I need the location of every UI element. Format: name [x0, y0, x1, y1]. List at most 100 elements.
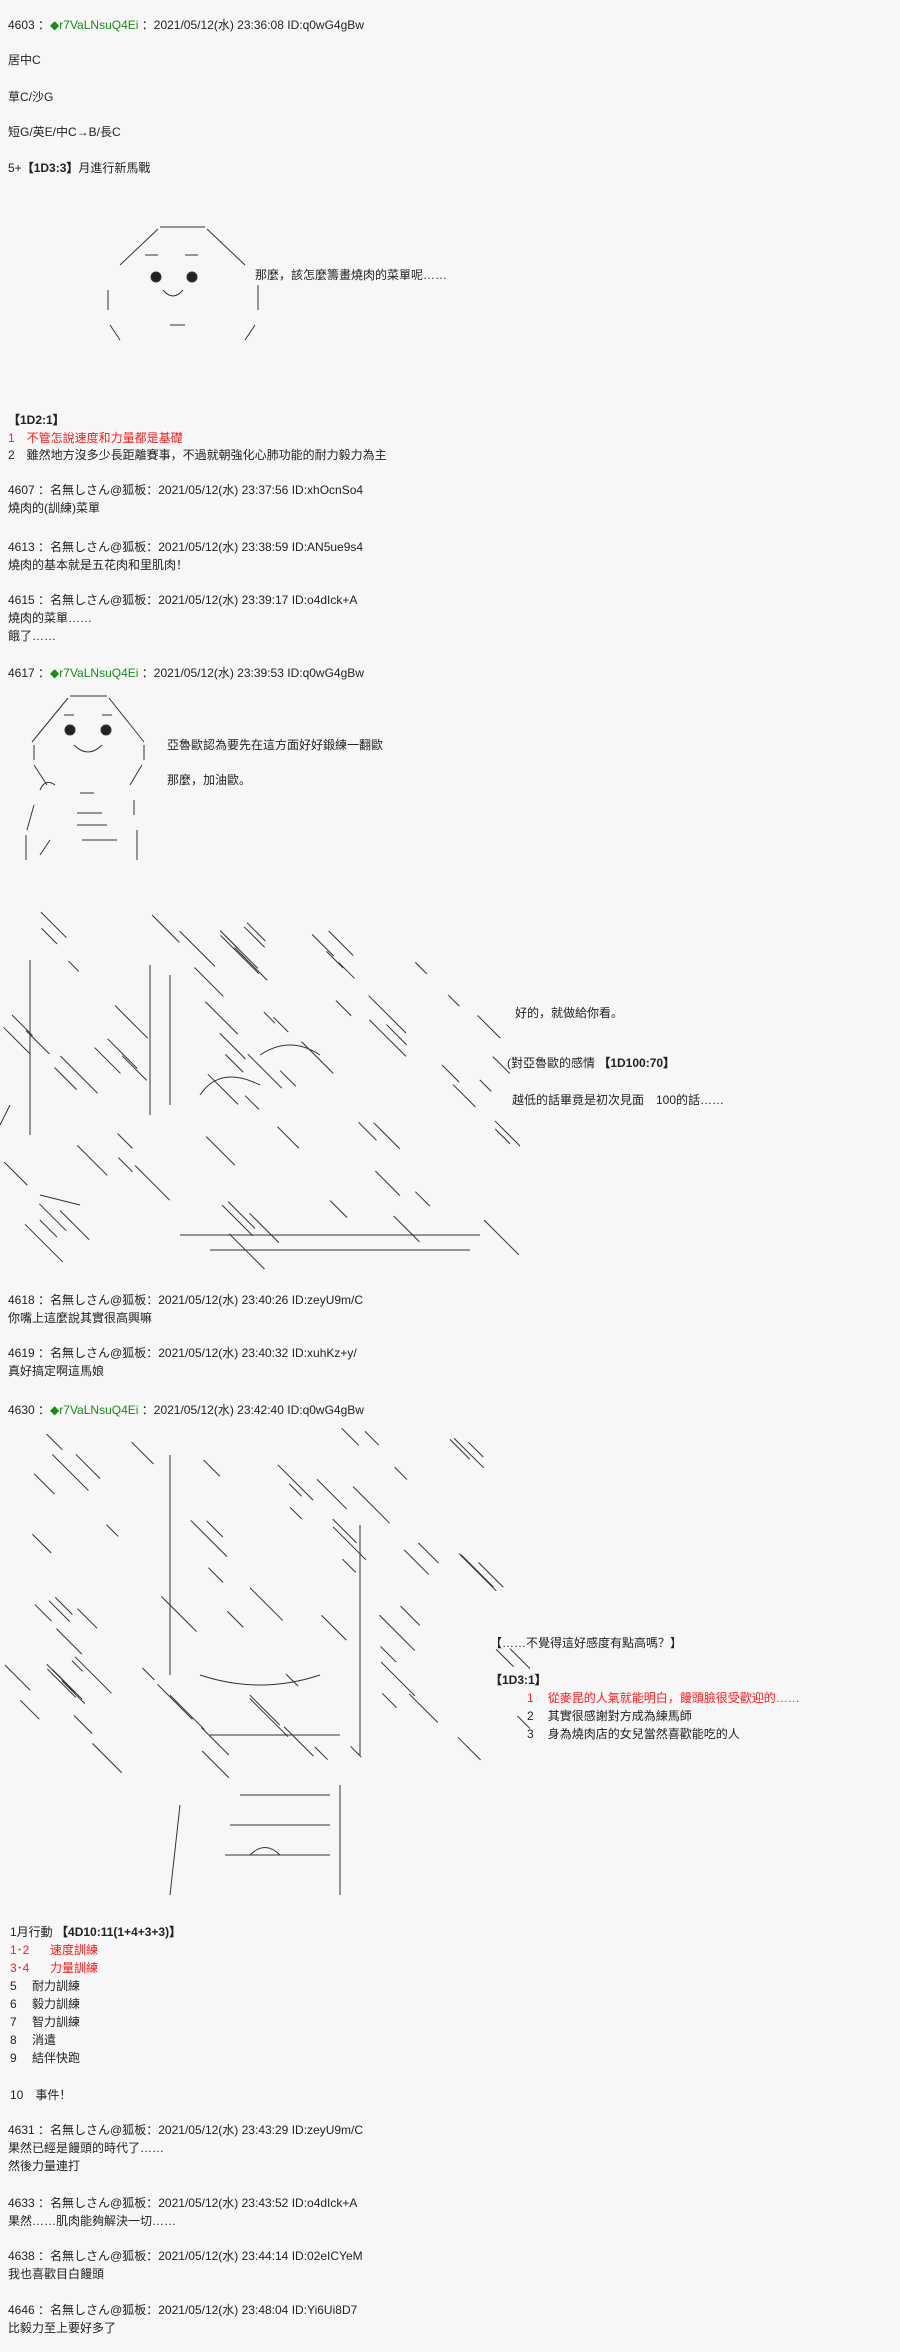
ascii-art-stroke [47, 1668, 77, 1698]
dice-title: 【1D3:1】 [490, 1673, 547, 1687]
ascii-art-stroke [179, 930, 216, 967]
post-number[interactable]: 4603 [8, 18, 35, 32]
post-number[interactable]: 4646 [8, 2303, 35, 2317]
ascii-art-stroke [495, 1648, 514, 1668]
poster-id[interactable]: ID:zeyU9m/C [291, 1293, 364, 1307]
ascii-art-stroke [151, 914, 180, 943]
post-date: 2021/05/12(水) 23:40:26 [158, 1293, 289, 1307]
post-number[interactable]: 4618 [8, 1293, 35, 1307]
post-header: 4633 ：名無しさん@狐板：2021/05/12(水) 23:43:52 ID… [8, 2196, 358, 2210]
poster-name: 名無しさん@狐板 [50, 1293, 147, 1307]
ascii-art-stroke [494, 1128, 511, 1145]
ascii-art-stroke [415, 1191, 431, 1207]
ascii-art-face [107, 226, 259, 341]
ascii-art-stroke [134, 1165, 171, 1201]
poster-id[interactable]: ID:zeyU9m/C [291, 2123, 364, 2137]
poster-id[interactable]: ID:q0wG4gBw [287, 666, 364, 680]
poster-id[interactable]: ID:q0wG4gBw [287, 18, 364, 32]
poster-id[interactable]: ID:xhOcnSo4 [291, 483, 364, 497]
poster-name: 名無しさん@狐板 [50, 2303, 147, 2317]
post-date: 2021/05/12(水) 23:39:17 [158, 593, 289, 607]
ascii-art-stroke [243, 926, 265, 948]
ascii-art-stroke [368, 995, 407, 1034]
ascii-art-stroke [369, 1019, 407, 1057]
poster-id[interactable]: ID:AN5ue9s4 [291, 540, 364, 554]
action-event: 10 事件！ [10, 2088, 72, 2102]
post-number[interactable]: 4613 [8, 540, 35, 554]
ascii-art-stroke [48, 1600, 71, 1622]
ascii-art-stroke [94, 1047, 121, 1074]
poster-trip: ◆r7VaLNsuQ4Ei [50, 18, 139, 32]
poster-id[interactable]: ID:Yi6Ui8D7 [291, 2303, 358, 2317]
ascii-art-stroke [117, 1157, 133, 1173]
ascii-art-stroke [205, 1001, 239, 1035]
post-number[interactable]: 4630 [8, 1403, 35, 1417]
post-line: 果然……肌肉能夠解決一切…… [8, 2214, 177, 2228]
post-number[interactable]: 4619 [8, 1346, 35, 1360]
ascii-art-stroke [350, 1745, 362, 1758]
ascii-art-running-scene [0, 911, 520, 1270]
post-number[interactable]: 4633 [8, 2196, 35, 2210]
ascii-art-stroke [38, 1203, 67, 1232]
ascii-art-stroke [328, 930, 354, 956]
ascii-art-stroke [207, 1073, 239, 1105]
ascii-art-stroke [205, 1136, 236, 1166]
ascii-art-character-closeup [4, 1427, 530, 1896]
ascii-art-stroke [379, 1614, 416, 1651]
ascii-art-stroke [106, 1524, 119, 1537]
aa-caption: 【……不覺得這好感度有點高嗎？】 [490, 1636, 683, 1650]
post-number[interactable]: 4607 [8, 483, 35, 497]
post-number[interactable]: 4638 [8, 2249, 35, 2263]
ascii-art-stroke [373, 1122, 401, 1150]
post-number[interactable]: 4631 [8, 2123, 35, 2137]
post-line: 居中C [8, 53, 41, 67]
ascii-art-stroke [400, 1605, 421, 1626]
post-number[interactable]: 4615 [8, 593, 35, 607]
ascii-art-stroke [277, 1464, 314, 1501]
post-header: 4613 ：名無しさん@狐板：2021/05/12(水) 23:38:59 ID… [8, 540, 364, 554]
poster-id[interactable]: ID:q0wG4gBw [287, 1403, 364, 1417]
ascii-art-stroke [59, 1210, 90, 1241]
ascii-art-stroke [477, 1015, 501, 1039]
ascii-art-stroke [194, 967, 224, 997]
poster-id[interactable]: ID:o4dIck+A [291, 2196, 358, 2210]
post-header: 4631 ：名無しさん@狐板：2021/05/12(水) 23:43:29 ID… [8, 2123, 364, 2137]
ascii-art-stroke [277, 1126, 300, 1149]
ascii-art-stroke [40, 911, 67, 939]
ascii-art-stroke [326, 950, 344, 969]
ascii-art-stroke [332, 1526, 367, 1561]
ascii-art-stroke [417, 1542, 439, 1564]
ascii-art-stroke [201, 1750, 230, 1779]
aa-caption: 亞魯歐認為要先在這方面好好鍛練一翻歐 [167, 738, 384, 752]
ascii-art-stroke [394, 1466, 408, 1480]
ascii-art-stroke [403, 1549, 430, 1575]
ascii-art-stroke [74, 1656, 112, 1694]
ascii-art-stroke [54, 1597, 73, 1615]
poster-id[interactable]: ID:xuhKz+y/ [291, 1346, 357, 1360]
post-number[interactable]: 4617 [8, 666, 35, 680]
ascii-art-stroke [314, 1746, 329, 1761]
post-line: 草C/沙G [8, 90, 54, 104]
ascii-art-stroke [479, 1079, 492, 1092]
ascii-art-stroke [311, 934, 335, 957]
ascii-art-stroke [441, 1064, 460, 1083]
ascii-art-stroke [335, 1000, 352, 1017]
ascii-art-stroke [283, 1726, 314, 1757]
ascii-art-stroke [34, 1604, 52, 1622]
post-line: 然後力量連打 [8, 2159, 81, 2173]
ascii-art-stroke [92, 1743, 123, 1774]
ascii-art-stroke [46, 1664, 76, 1693]
ascii-art-stroke [161, 1596, 197, 1632]
post-header: 4638 ：名無しさん@狐板：2021/05/12(水) 23:44:14 ID… [8, 2249, 363, 2263]
poster-id[interactable]: ID:02eICYeM [291, 2249, 363, 2263]
ascii-art-stroke [408, 1693, 439, 1723]
poster-id[interactable]: ID:o4dIck+A [291, 593, 358, 607]
ascii-art-stroke [56, 1628, 83, 1655]
